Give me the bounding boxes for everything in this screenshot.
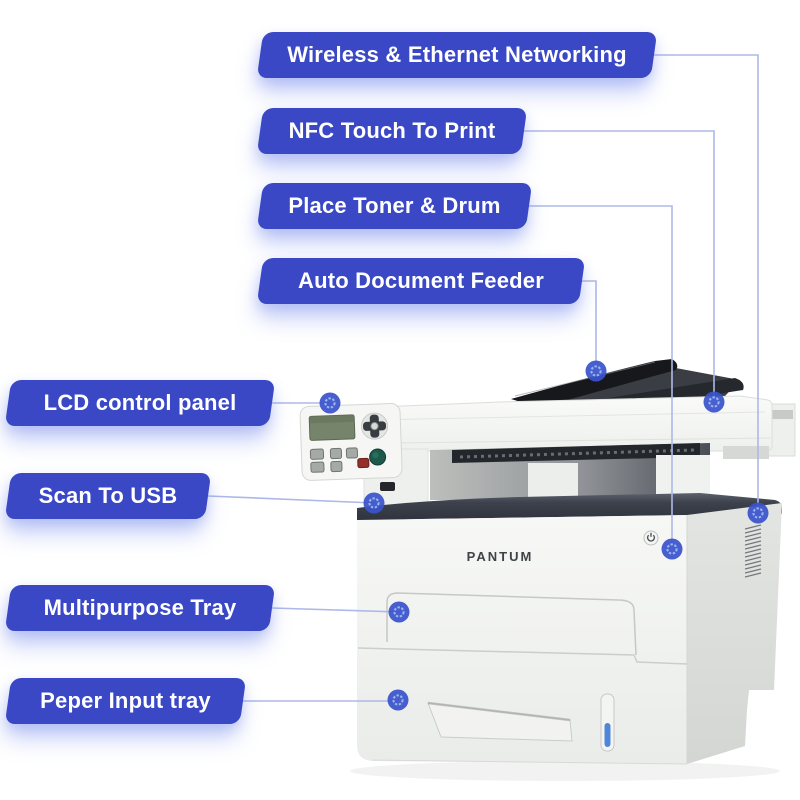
callout-dot-paper-tray — [387, 689, 409, 711]
usb-port — [380, 482, 395, 491]
callout-label-paper-tray: Peper Input tray — [4, 678, 247, 724]
callout-label-text: Peper Input tray — [40, 688, 211, 713]
dpad-control — [361, 412, 389, 440]
callout-dot-adf — [585, 360, 607, 382]
callout-label-adf: Auto Document Feeder — [256, 258, 586, 304]
callout-label-text: Place Toner & Drum — [288, 193, 501, 218]
paper-input-tray — [371, 693, 688, 765]
callout-label-mp-tray: Multipurpose Tray — [4, 585, 276, 631]
output-cavity — [430, 443, 710, 500]
callout-label-text: LCD control panel — [43, 390, 237, 415]
callout-dot-wireless — [747, 502, 769, 524]
paper-level-fill — [604, 723, 611, 747]
multipurpose-tray-door — [386, 592, 637, 656]
callout-dots — [319, 360, 769, 711]
cancel-button — [357, 457, 370, 469]
paper-level-indicator — [600, 693, 615, 752]
callout-label-lcd: LCD control panel — [4, 380, 276, 426]
power-button-icon — [643, 530, 659, 546]
callout-line-wireless — [654, 54, 759, 510]
brand-logo: PANTUM — [467, 549, 534, 564]
callout-dot-lcd — [319, 392, 341, 414]
printer-side-face — [687, 503, 782, 764]
tray-crease — [357, 647, 688, 665]
callout-line-toner — [529, 205, 673, 546]
callout-dot-toner — [661, 538, 683, 560]
panel-buttons — [309, 447, 387, 473]
callout-line-usb — [207, 495, 375, 504]
callout-label-text: Wireless & Ethernet Networking — [287, 42, 627, 67]
callout-lines — [207, 54, 759, 702]
callout-line-adf — [582, 280, 597, 368]
callout-label-text: Multipurpose Tray — [43, 595, 237, 620]
callout-dot-mp-tray — [388, 601, 410, 623]
callout-label-text: NFC Touch To Print — [288, 118, 496, 143]
scanner-right-shelf — [723, 446, 769, 459]
callout-label-toner: Place Toner & Drum — [256, 183, 533, 229]
output-fins — [452, 443, 700, 463]
callout-dot-usb — [363, 492, 385, 514]
callout-label-wireless: Wireless & Ethernet Networking — [256, 32, 658, 78]
callout-label-nfc: NFC Touch To Print — [256, 108, 528, 154]
callout-label-usb: Scan To USB — [4, 473, 212, 519]
callout-line-mp-tray — [271, 607, 400, 613]
adf-input-tray-highlight — [514, 361, 656, 397]
deck-band — [357, 493, 782, 521]
callout-dot-nfc — [703, 391, 725, 413]
vent-grille — [744, 524, 762, 578]
printer-floor-shadow — [350, 761, 780, 781]
callout-label-text: Auto Document Feeder — [297, 268, 545, 293]
callout-label-text: Scan To USB — [38, 483, 178, 508]
lcd-control-panel — [299, 403, 403, 481]
callout-line-nfc — [524, 130, 715, 399]
